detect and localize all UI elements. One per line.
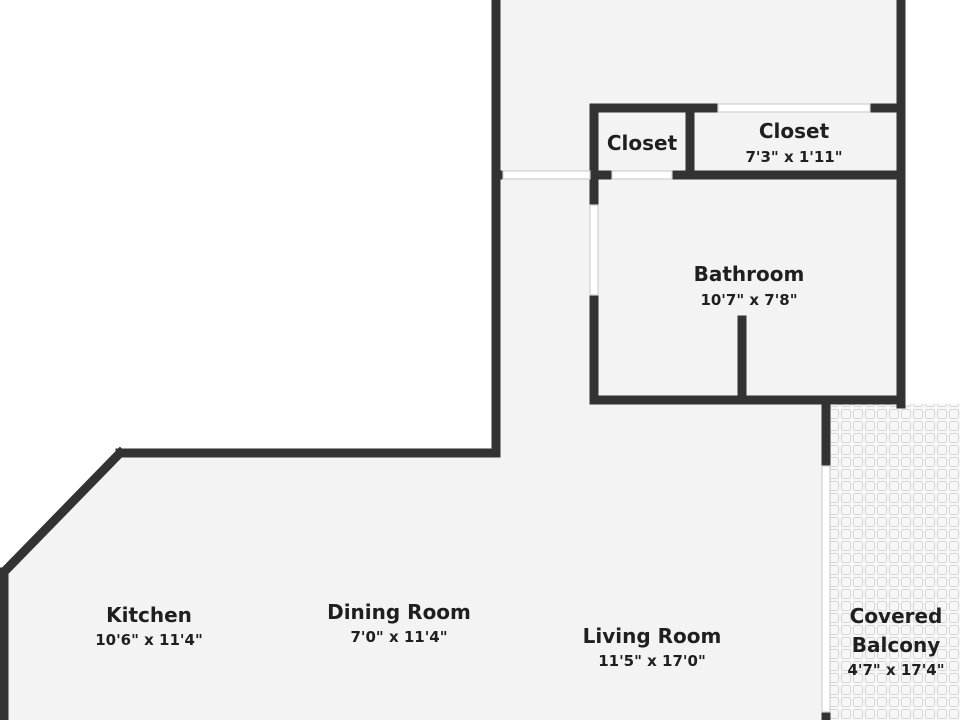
living-room-dimensions: 11'5" x 17'0" <box>598 652 706 670</box>
main-floor-area <box>4 175 826 720</box>
kitchen-dimensions: 10'6" x 11'4" <box>95 631 203 649</box>
dining-room-name: Dining Room <box>327 600 471 624</box>
kitchen-name: Kitchen <box>106 603 192 627</box>
balcony-name-line2: Balcony <box>852 633 940 657</box>
closet-large-name: Closet <box>759 119 830 143</box>
openings <box>502 103 871 713</box>
wall-kitchen-diagonal <box>0 446 127 579</box>
closet-large-window <box>717 103 871 113</box>
bathroom-name: Bathroom <box>694 262 805 286</box>
balcony-dimensions: 4'7" x 17'4" <box>847 661 944 679</box>
room-labels: Closet Closet 7'3" x 1'11" Bathroom 10'7… <box>95 119 944 679</box>
bathroom-door <box>589 204 599 296</box>
hall-opening <box>502 170 591 180</box>
bathroom-dimensions: 10'7" x 7'8" <box>700 291 797 309</box>
closet-small-name: Closet <box>607 131 678 155</box>
living-room-name: Living Room <box>583 624 722 648</box>
balcony-floor-tiles <box>826 404 960 720</box>
walls <box>0 0 906 720</box>
closet-large-dimensions: 7'3" x 1'11" <box>745 148 842 166</box>
closet-small-door <box>611 170 673 180</box>
balcony-door <box>821 465 831 713</box>
dining-room-dimensions: 7'0" x 11'4" <box>350 628 447 646</box>
floor-areas <box>4 0 960 720</box>
balcony-name-line1: Covered <box>850 604 943 628</box>
